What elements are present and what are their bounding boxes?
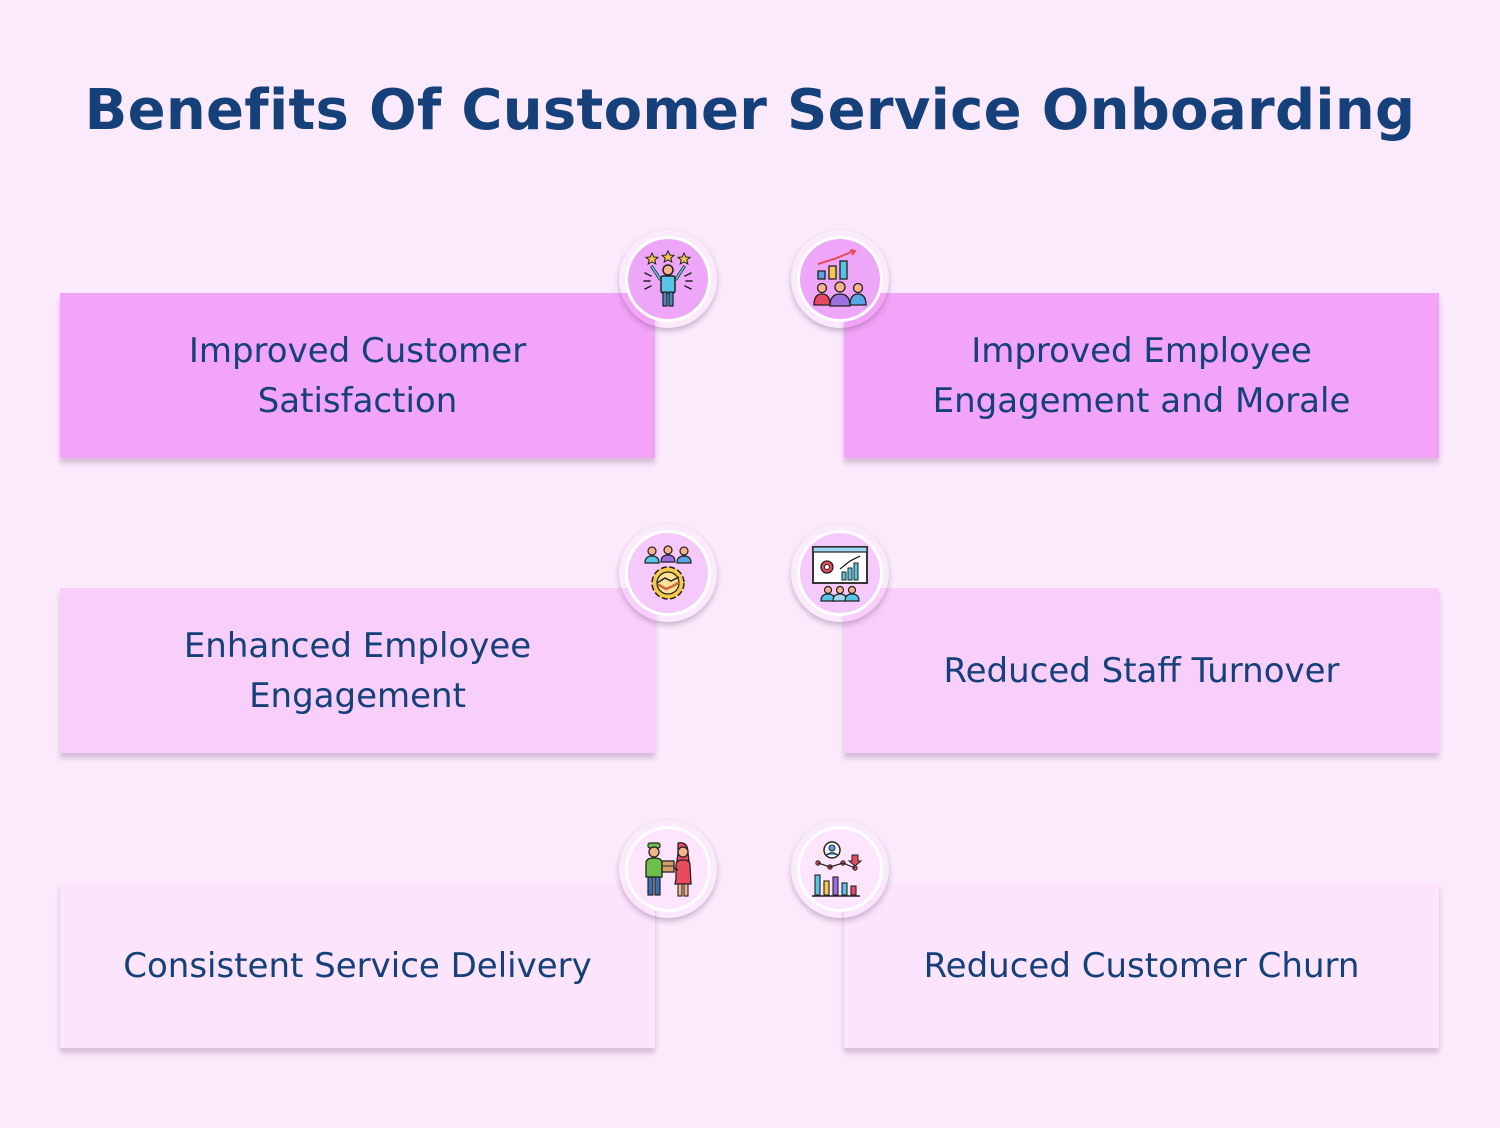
icon-badge [619,820,717,918]
icon-badge [619,230,717,328]
team-growth-chart-icon [813,249,867,307]
benefit-card-label: Reduced Staff Turnover [943,650,1340,691]
benefit-card-enhanced-employee-engagement: Enhanced Employee Engagement [60,588,655,753]
celebrating-person-stars-icon [643,249,693,307]
benefit-card-label: Enhanced Employee Engagement [183,625,532,716]
benefit-card-label: Improved Customer Satisfaction [188,330,527,421]
benefit-card-label: Consistent Service Delivery [123,945,592,986]
benefit-card-label: Reduced Customer Churn [923,945,1360,986]
benefit-card-consistent-service-delivery: Consistent Service Delivery [60,883,655,1048]
benefit-card-label: Improved Employee Engagement and Morale [932,330,1351,421]
icon-badge [791,820,889,918]
icon-badge [791,524,889,622]
customer-analytics-chart-icon [812,841,863,897]
presentation-board-team-icon [812,546,868,602]
delivery-handover-icon [645,842,692,897]
benefit-card-improved-customer-satisfaction: Improved Customer Satisfaction [60,293,655,458]
benefit-card-reduced-staff-turnover: Reduced Staff Turnover [844,588,1439,753]
benefit-card-reduced-customer-churn: Reduced Customer Churn [844,883,1439,1048]
icon-badge [619,524,717,622]
icon-badge [791,230,889,328]
benefit-card-improved-employee-engagement-morale: Improved Employee Engagement and Morale [844,293,1439,458]
team-handshake-gear-icon [644,545,692,600]
page-title: Benefits Of Customer Service Onboarding [84,78,1416,143]
